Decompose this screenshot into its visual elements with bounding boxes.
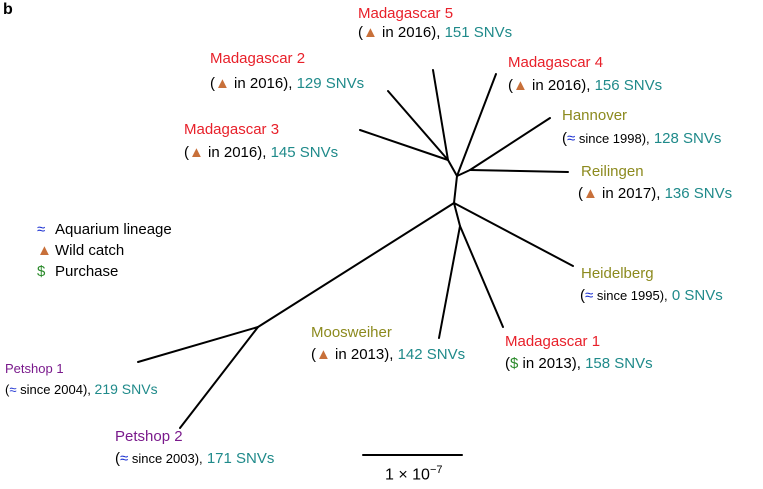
aquarium-lineage-icon: ≈ [9,382,17,397]
taxon-reilingen-name: Reilingen [581,163,644,180]
taxon-petshop2-detail: (≈ since 2003), 171 SNVs [115,450,275,467]
wild-catch-icon: ▲ [513,77,528,94]
branch-madagascar3 [359,129,449,161]
wild-catch-icon: ▲ [363,24,378,41]
branch-petshop1 [137,326,259,363]
snv-count: 136 SNVs [664,185,733,202]
taxon-heidelberg-detail: (≈ since 1995), 0 SNVs [580,287,723,304]
taxon-madagascar2-name: Madagascar 2 [210,50,306,67]
taxon-hannover-name: Hannover [562,107,628,124]
branch-center-lower [453,202,461,227]
wild-catch-icon: ▲ [316,346,331,363]
taxon-petshop1-detail: (≈ since 2004), 219 SNVs [5,381,158,397]
taxon-petshop1-name: Petshop 1 [5,361,64,376]
branch-hannover [469,117,551,171]
branch-madagascar4 [456,73,497,177]
aquarium-lineage-icon: ≈ [585,287,594,304]
taxon-heidelberg-name: Heidelberg [581,265,654,282]
snv-count: 129 SNVs [296,75,365,92]
taxon-madagascar1-detail: ($ in 2013), 158 SNVs [505,355,653,372]
branch-petshop2 [179,326,259,429]
snv-count: 0 SNVs [671,287,723,304]
snv-count: 219 SNVs [94,381,158,397]
branch-reilingen [456,169,471,177]
snv-count: 156 SNVs [594,77,663,94]
branch-trunk [257,202,455,328]
wild-catch-icon: ▲ [215,75,230,92]
branch-heidelberg [453,202,574,267]
panel-label: b [3,1,13,18]
taxon-madagascar5-detail: (▲ in 2016), 151 SNVs [358,24,513,41]
taxon-madagascar2-detail: (▲ in 2016), 129 SNVs [210,75,365,92]
scale-bar-label: 1 × 10−7 [385,464,443,484]
legend-item-purchase: $Purchase [37,263,119,280]
aquarium-lineage-icon: ≈ [567,130,576,147]
wild-catch-icon: ▲ [189,144,204,161]
branch-madagascar5 [432,69,449,161]
branch-center-upper [453,175,458,204]
taxon-reilingen-detail: (▲ in 2017), 136 SNVs [578,185,733,202]
snv-count: 158 SNVs [585,355,653,372]
taxon-madagascar5-name: Madagascar 5 [358,5,454,22]
taxon-madagascar3-detail: (▲ in 2016), 145 SNVs [184,144,339,161]
taxon-petshop2-name: Petshop 2 [115,428,183,445]
wild-catch-icon: ▲ [583,185,598,202]
branch-madagascar1 [459,225,504,328]
legend-item-aquarium: ≈Aquarium lineage [37,221,172,238]
branch-reilingen-tip [469,169,569,173]
taxon-madagascar4-name: Madagascar 4 [508,54,604,71]
aquarium-lineage-icon: ≈ [120,450,129,467]
branch-madagascar2 [387,90,449,161]
taxon-moosweiher-detail: (▲ in 2013), 142 SNVs [311,346,466,363]
snv-count: 171 SNVs [206,450,275,467]
branch-moosweiher [438,225,461,339]
branch-upper-inner [447,159,458,177]
snv-count: 145 SNVs [270,144,339,161]
wild-catch-icon: ▲ [37,242,52,259]
purchase-icon: $ [510,355,519,372]
taxon-madagascar3-name: Madagascar 3 [184,121,280,138]
taxon-hannover-detail: (≈ since 1998), 128 SNVs [562,130,722,147]
purchase-icon: $ [37,263,46,280]
taxon-moosweiher-name: Moosweiher [311,324,392,341]
snv-count: 142 SNVs [397,346,466,363]
aquarium-lineage-icon: ≈ [37,221,46,238]
legend-item-wild-catch: ▲Wild catch [37,242,125,259]
snv-count: 151 SNVs [444,24,513,41]
snv-count: 128 SNVs [653,130,722,147]
taxon-madagascar4-detail: (▲ in 2016), 156 SNVs [508,77,663,94]
taxon-madagascar1-name: Madagascar 1 [505,333,601,350]
